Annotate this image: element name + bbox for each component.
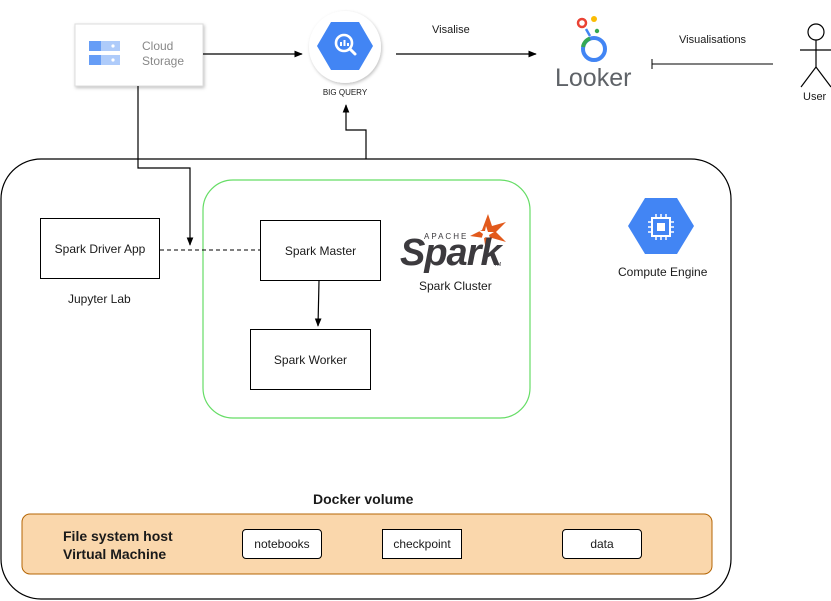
spark-logo-tm: TM [494,262,502,268]
cloud-storage-label-line2: Storage [142,54,185,68]
edge-label-visualise: Visalise [432,24,470,36]
spark-driver-app-label: Spark Driver App [54,241,146,256]
file-system-label: File system host Virtual Machine [63,527,173,563]
docker-volume-label: Docker volume [313,491,414,507]
spark-driver-app-node[interactable]: Spark Driver App [40,218,160,279]
spark-master-label: Spark Master [284,243,357,258]
looker-icon [576,16,607,62]
checkpoint-folder[interactable]: checkpoint [382,529,462,559]
jupyter-lab-label: Jupyter Lab [68,292,131,306]
spark-worker-node[interactable]: Spark Worker [250,329,371,390]
file-system-label-line2: Virtual Machine [63,546,167,562]
spark-worker-label: Spark Worker [273,352,348,367]
user-icon [800,23,831,88]
spark-cluster-label: Spark Cluster [419,279,492,293]
bigquery-icon [309,11,381,83]
spark-logo-text: Spark [400,232,502,274]
spark-star-icon [470,214,506,252]
edge-master-worker [314,280,322,327]
spark-logo-small-text: APACHE [424,232,469,241]
edge-label-visualisations: Visualisations [679,34,747,46]
file-system-container [21,513,713,575]
file-system-label-line1: File system host [63,528,173,544]
edge-compute-bigquery [342,104,367,159]
data-label: data [590,537,614,551]
bigquery-label: BIG QUERY [322,88,368,97]
compute-engine-label: Compute Engine [618,265,708,279]
cloud-storage-icon [89,41,120,65]
compute-engine-icon [628,198,694,254]
spark-master-node[interactable]: Spark Master [260,220,381,281]
cloud-storage-label: Cloud Storage [142,39,184,69]
spark-cluster-container [202,179,531,419]
user-label: User [803,91,827,103]
checkpoint-label: checkpoint [393,537,451,551]
notebooks-folder[interactable]: notebooks [242,529,322,559]
data-folder[interactable]: data [562,529,642,559]
looker-wordmark: Looker [555,64,632,92]
edge-cloudstorage-spark [137,86,194,246]
cloud-storage-label-line1: Cloud [142,39,174,53]
notebooks-label: notebooks [254,537,310,551]
